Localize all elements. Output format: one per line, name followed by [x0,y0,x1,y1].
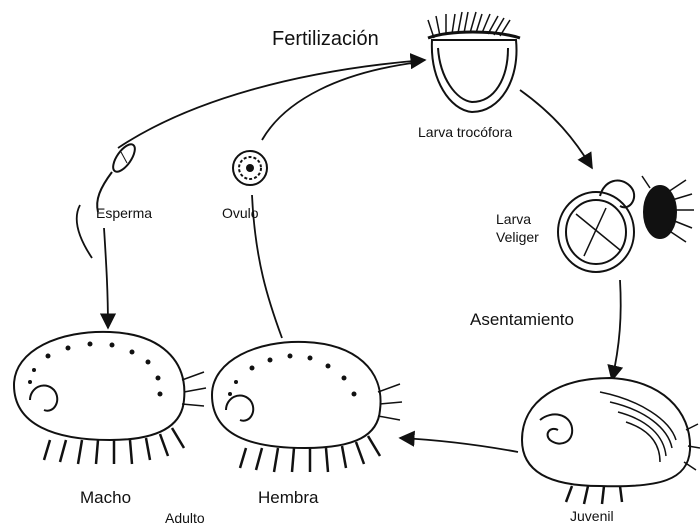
sperm-icon [97,141,139,212]
label-fertilization: Fertilización [272,28,379,51]
label-trochophore-larva: Larva trocófora [418,124,512,140]
arrow-settlement [612,280,621,380]
label-settlement: Asentamiento [470,310,574,330]
label-sperm: Esperma [96,205,152,221]
arrow-to-male [104,228,108,328]
arrow-sperm-tail [77,205,92,258]
label-veliger-line1: Larva [496,210,539,228]
label-male: Macho [80,488,131,508]
arrow-egg-to-fertilization [262,62,420,140]
label-adult: Adulto [165,510,205,526]
trochophore-larva-icon [428,12,520,112]
label-veliger-line2: Veliger [496,228,539,246]
veliger-larva-icon [558,176,694,272]
label-female: Hembra [258,488,318,508]
arrow-trochophore-to-veliger [520,90,592,168]
female-adult-icon [212,342,402,472]
arrow-sperm-to-fertilization [118,60,425,148]
juvenile-icon [522,378,700,504]
label-juvenile: Juvenil [570,508,614,524]
egg-icon [233,151,267,185]
arrow-juvenile-to-adult [400,438,518,452]
label-egg: Ovulo [222,205,259,221]
label-veliger-larva: Larva Veliger [496,210,539,246]
male-adult-icon [14,332,206,464]
